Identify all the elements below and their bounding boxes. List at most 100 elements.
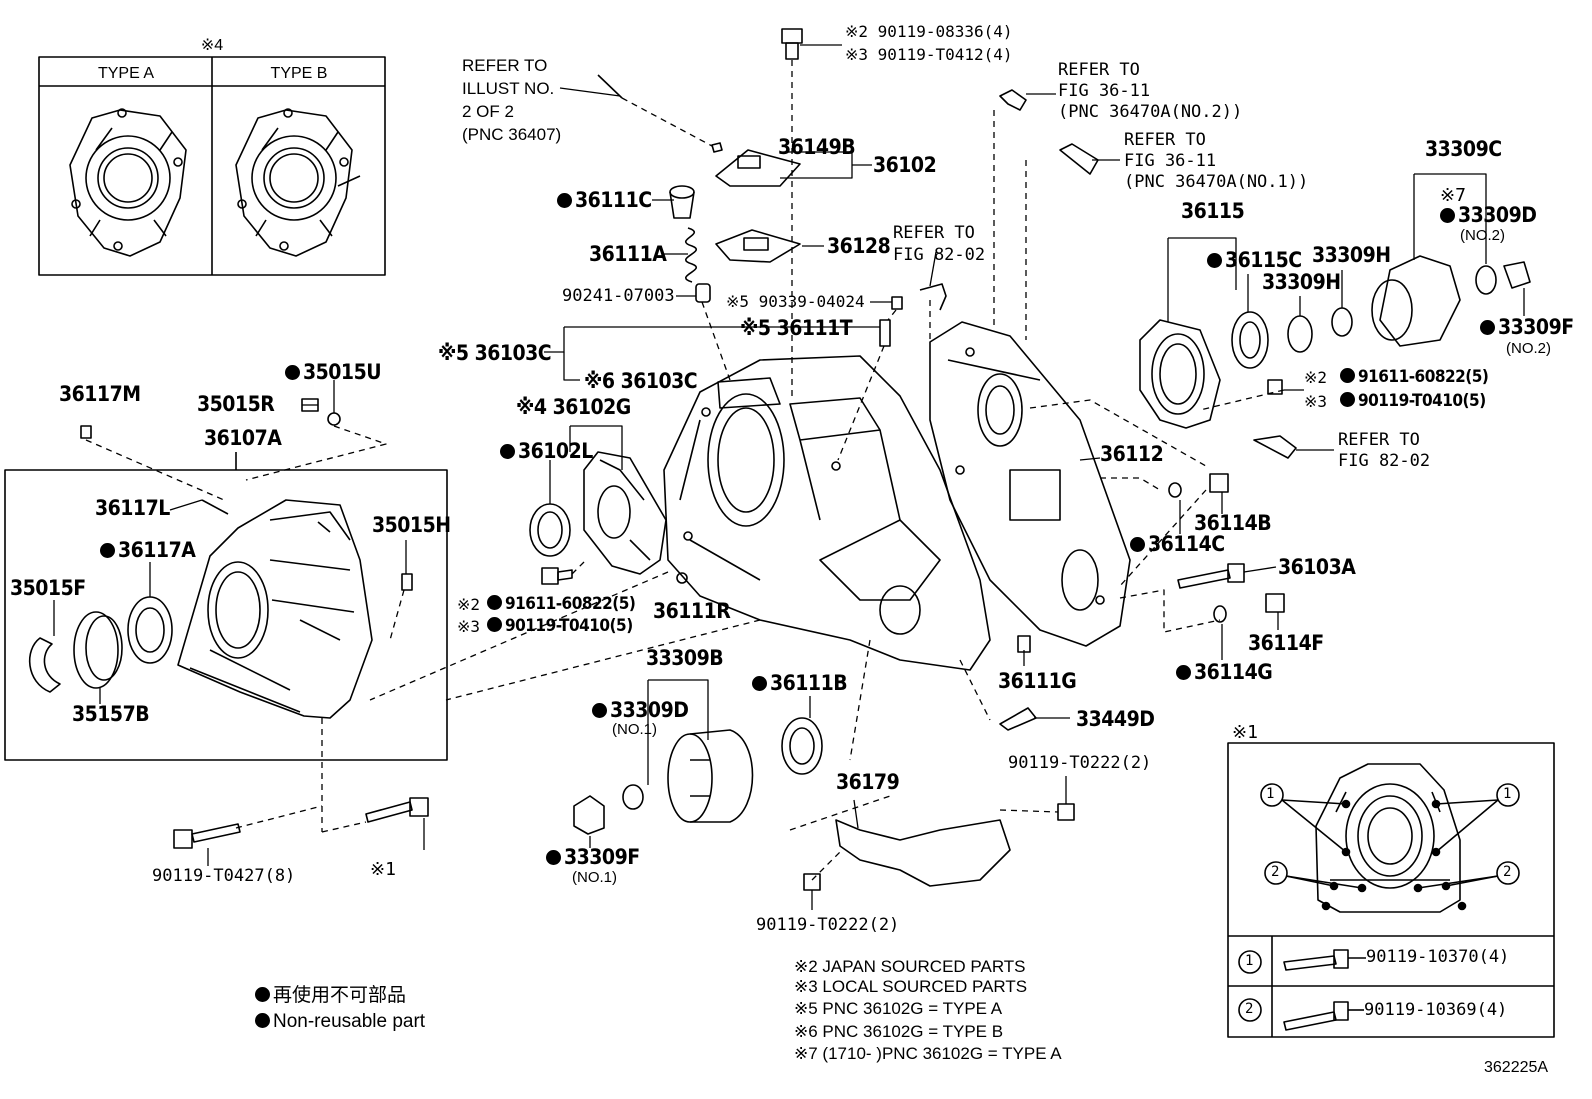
bolt-row-2-key: 2 <box>1245 1001 1254 1017</box>
pin-36407 <box>597 74 623 99</box>
callout-90119-t0410-left: 90119-T0410(5) <box>487 617 633 635</box>
washer-33309D-no1 <box>622 784 644 810</box>
bolt-36103A <box>1177 563 1245 589</box>
type-b-housing-drawing <box>235 108 361 257</box>
bolt-row-2-part: 90119-10369(4) <box>1364 1000 1508 1020</box>
plug-36114F <box>1265 593 1285 613</box>
sleeve-35157B <box>73 611 119 689</box>
nut-33309F-no1 <box>573 795 605 835</box>
callout-90339-04024: ※5 90339-04024 <box>726 292 865 311</box>
callout-35015H: 35015H <box>372 513 451 537</box>
seal-36111B <box>781 717 823 775</box>
callout-japan-mark-right: ※2 <box>1304 368 1328 387</box>
callout-36111G: 36111G <box>998 669 1077 693</box>
callout-33309B: 33309B <box>646 646 724 670</box>
callout-33309F-no1-suffix: (NO.1) <box>572 869 617 886</box>
note-type-b: ※6 PNC 36102G = TYPE B <box>794 1022 1004 1041</box>
callout-36117L: 36117L <box>95 496 170 520</box>
note-local: ※3 LOCAL SOURCED PARTS <box>794 977 1028 996</box>
bolt-location-inset <box>1227 742 1555 1038</box>
callout-90119-t0222-right: 90119-T0222(2) <box>1008 753 1152 773</box>
bracket-36470A-no2 <box>999 89 1027 111</box>
bolt-inset-mark: ※1 <box>1232 722 1258 743</box>
spring-36111A <box>684 227 697 283</box>
type-a-housing-drawing <box>69 108 187 257</box>
callout-36102L: 36102L <box>500 441 593 462</box>
bolt-key-2-right: 2 <box>1503 864 1512 880</box>
callout-36107A: 36107A <box>204 426 282 450</box>
callout-36111B: 36111B <box>752 673 848 694</box>
ring-33309H-b <box>1331 307 1353 337</box>
callout-33309C: 33309C <box>1425 137 1502 161</box>
gasket-36114C <box>1168 482 1182 498</box>
flange-33309B <box>667 729 754 823</box>
callout-local-mark-right: ※3 <box>1304 392 1328 411</box>
callout-90119-t0222-bottom: 90119-T0222(2) <box>756 915 900 935</box>
callout-90119-t0410-right: 90119-T0410(5) <box>1340 392 1486 410</box>
legend-nonreusable-en: Non-reusable part <box>255 1012 425 1031</box>
snap-ring-35015F <box>28 637 61 693</box>
plug-36114B <box>1209 473 1229 493</box>
callout-91611-60822-right: 91611-60822(5) <box>1340 368 1489 386</box>
callout-36115: 36115 <box>1181 199 1245 223</box>
housing-36115 <box>1139 319 1221 429</box>
callout-36117A: 36117A <box>100 540 196 561</box>
bolt-60822-left <box>541 567 573 585</box>
cover-36112-drawing <box>929 321 1131 647</box>
bolt-row-1-key: 1 <box>1245 953 1254 969</box>
gasket-36128 <box>715 229 801 263</box>
plug-36111C <box>669 185 695 199</box>
bearing-36115C <box>1231 311 1269 369</box>
callout-33309F-no1: 33309F <box>546 847 640 868</box>
callout-36114C: 36114C <box>1130 534 1225 555</box>
type-b-header: TYPE B <box>270 65 328 82</box>
callout-36111T: ※5 36111T <box>740 316 853 340</box>
callout-36112: 36112 <box>1100 442 1164 466</box>
callout-local-mark-left: ※3 <box>457 617 481 636</box>
callout-36103C-type-b: ※6 36103C <box>584 369 698 393</box>
callout-x7-mark: ※7 <box>1440 185 1466 206</box>
seal-36117A <box>127 596 173 664</box>
callout-36102: 36102 <box>873 153 937 177</box>
extension-housing-frame <box>4 469 448 761</box>
callout-36103A: 36103A <box>1278 555 1356 579</box>
legend-nonreusable-jp: 再使用不可部品 <box>255 986 406 1005</box>
figure-id: 362225A <box>1484 1059 1549 1076</box>
ring-33309H-a <box>1287 315 1313 353</box>
pin-36117M <box>80 425 92 439</box>
nut-33309F-no2 <box>1503 261 1531 289</box>
callout-x1-bolt: ※1 <box>370 859 396 880</box>
callout-35015U: 35015U <box>285 362 382 383</box>
callout-36102G: ※4 36102G <box>516 395 631 419</box>
callout-36114G: 36114G <box>1176 662 1273 683</box>
callout-90119-08336: ※2 90119-08336(4) <box>845 22 1013 41</box>
callout-33309F-no2: 33309F <box>1480 317 1574 338</box>
gasket-35015U <box>327 412 341 426</box>
callout-35015R: 35015R <box>197 392 275 416</box>
note-1710-type-a: ※7 (1710- )PNC 36102G = TYPE A <box>794 1044 1062 1063</box>
callout-36115C: 36115C <box>1207 250 1302 271</box>
adapter-36102G <box>583 451 667 575</box>
bracket-33449D <box>999 707 1037 731</box>
callout-33309F-no2-suffix: (NO.2) <box>1506 340 1551 357</box>
callout-33309H-lower: 33309H <box>1262 270 1341 294</box>
callout-36111A: 36111A <box>589 242 667 266</box>
pin-36117L <box>201 499 229 515</box>
ring-36111R <box>676 572 688 584</box>
callout-90119-t0427: 90119-T0427(8) <box>152 866 296 886</box>
bolt-08336 <box>781 28 803 60</box>
callout-91611-60822-left: 91611-60822(5) <box>487 595 636 613</box>
callout-36117M: 36117M <box>59 382 141 406</box>
callout-36149B: 36149B <box>778 135 856 159</box>
note-japan: ※2 JAPAN SOURCED PARTS <box>794 957 1026 976</box>
callout-36179: 36179 <box>836 770 900 794</box>
callout-36111C: 36111C <box>557 190 652 211</box>
callout-36128: 36128 <box>827 234 891 258</box>
callout-36103C-type-a: ※5 36103C <box>438 341 552 365</box>
bracket-82-02 <box>1253 435 1297 459</box>
bolt-x1 <box>365 797 429 823</box>
bolt-key-2-left: 2 <box>1271 864 1280 880</box>
callout-33309D-no2: 33309D <box>1440 205 1537 226</box>
callout-japan-mark-left: ※2 <box>457 595 481 614</box>
